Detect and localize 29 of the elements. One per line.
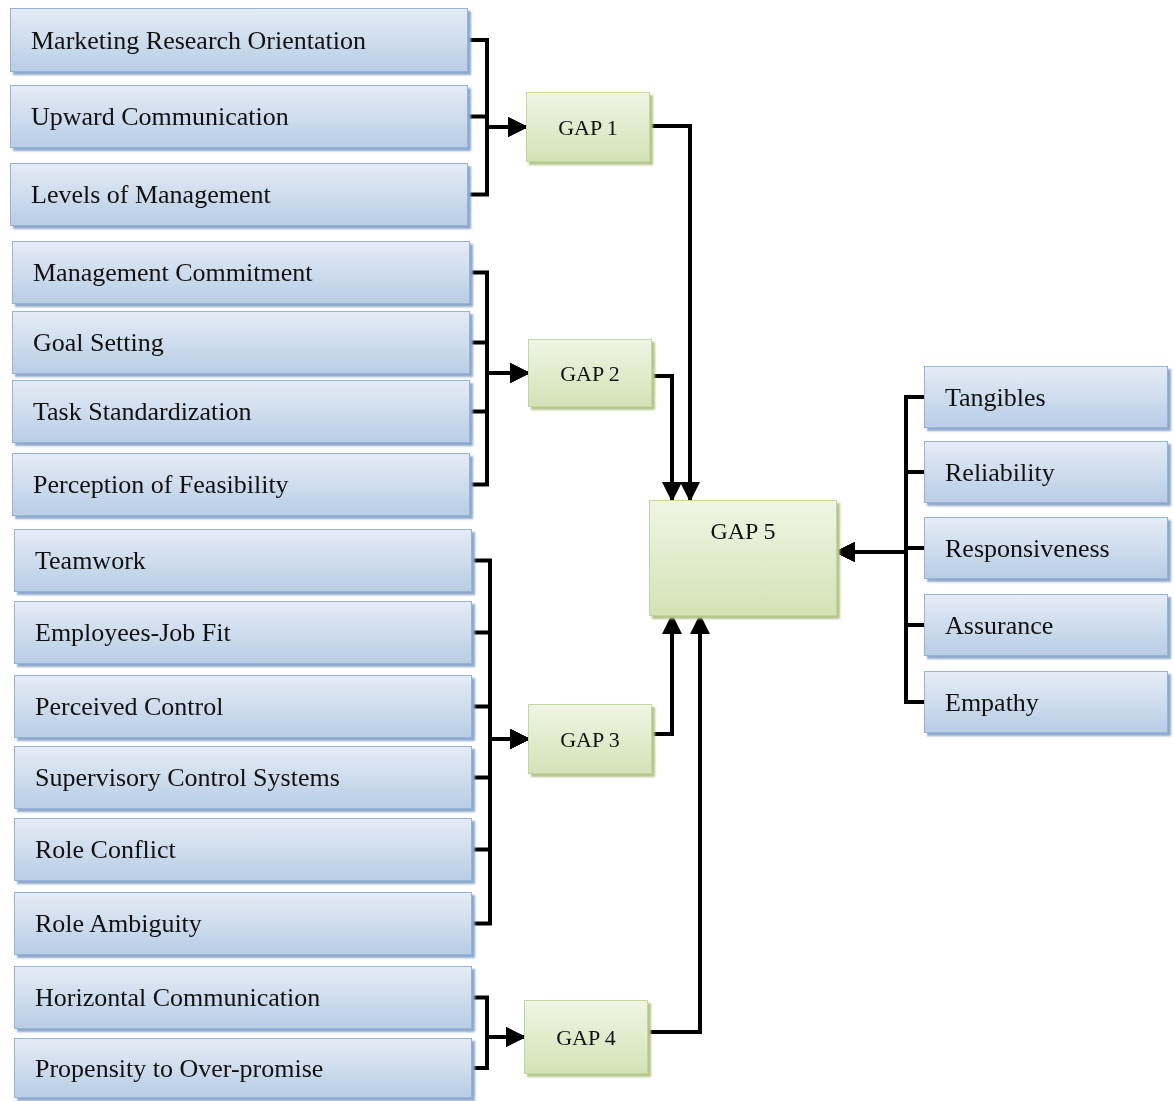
factor-box: Assurance	[924, 594, 1168, 656]
factor-box: Supervisory Control Systems	[14, 746, 472, 809]
gap-box: GAP 5	[649, 500, 837, 616]
factor-box: Upward Communication	[10, 85, 468, 148]
factor-box: Employees-Job Fit	[14, 601, 472, 664]
gap-box: GAP 4	[524, 1000, 648, 1074]
factor-box: Propensity to Over-promise	[14, 1038, 472, 1098]
gap-box: GAP 3	[528, 704, 652, 774]
factor-box: Role Conflict	[14, 818, 472, 881]
connector-arrow	[652, 374, 682, 502]
factor-box: Horizontal Communication	[14, 966, 472, 1029]
factor-box: Perceived Control	[14, 675, 472, 738]
gap-box: GAP 1	[526, 92, 650, 162]
factor-box: Levels of Management	[10, 163, 468, 226]
factor-box: Reliability	[924, 441, 1168, 503]
factor-box: Management Commitment	[12, 241, 470, 304]
connector-arrow	[648, 614, 710, 1034]
factor-box: Marketing Research Orientation	[10, 8, 468, 72]
connector-arrow	[650, 124, 700, 502]
factor-box: Role Ambiguity	[14, 892, 472, 955]
connector-arrow	[652, 614, 682, 736]
factor-box: Task Standardization	[12, 380, 470, 443]
factor-box: Perception of Feasibility	[12, 453, 470, 516]
factor-box: Empathy	[924, 671, 1168, 733]
factor-box: Goal Setting	[12, 311, 470, 374]
factor-box: Tangibles	[924, 366, 1168, 428]
factor-box: Responsiveness	[924, 517, 1168, 579]
factor-box: Teamwork	[14, 529, 472, 592]
gap-box: GAP 2	[528, 339, 652, 407]
